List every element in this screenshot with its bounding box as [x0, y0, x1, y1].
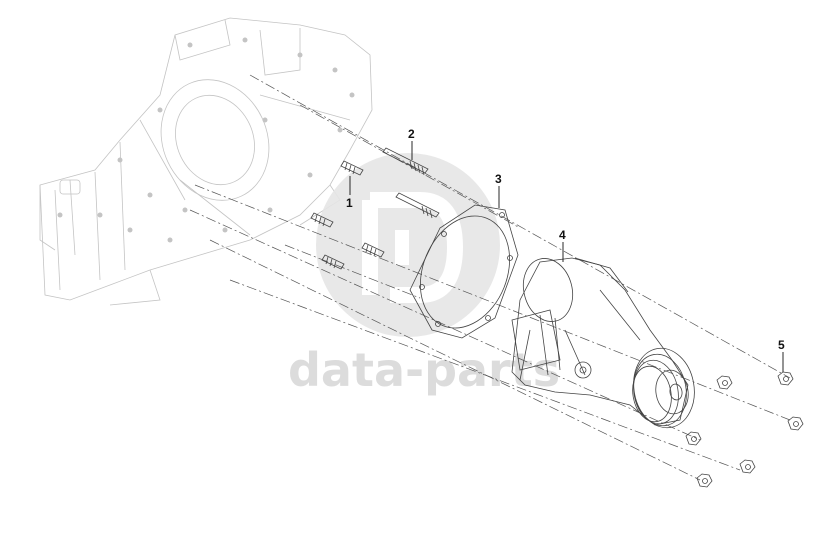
watermark-text: data-parts — [288, 343, 560, 397]
callout-1: 1 — [346, 196, 353, 210]
watermark: data-parts — [288, 153, 560, 397]
nut — [685, 431, 702, 446]
pump-pulley — [632, 347, 695, 429]
stud-short-2 — [310, 212, 334, 228]
stud-short-3 — [361, 242, 385, 258]
studs — [310, 147, 440, 270]
callout-5: 5 — [778, 338, 785, 352]
nut — [696, 473, 713, 488]
callouts: 1 2 3 4 5 — [346, 127, 785, 372]
callout-2: 2 — [408, 127, 415, 141]
callout-3: 3 — [495, 172, 502, 186]
assembly-axes — [189, 74, 791, 481]
callout-4: 4 — [559, 228, 566, 242]
nut — [777, 371, 794, 386]
water-pump — [511, 257, 695, 429]
stud-long-middle — [395, 192, 440, 219]
stud-short-1 — [340, 160, 364, 176]
nut — [787, 416, 804, 431]
stud-short-4 — [321, 254, 345, 270]
gasket — [409, 204, 519, 339]
stud-long-upper — [382, 147, 429, 176]
nuts — [685, 371, 804, 488]
nut — [739, 459, 756, 474]
nut — [716, 375, 733, 390]
